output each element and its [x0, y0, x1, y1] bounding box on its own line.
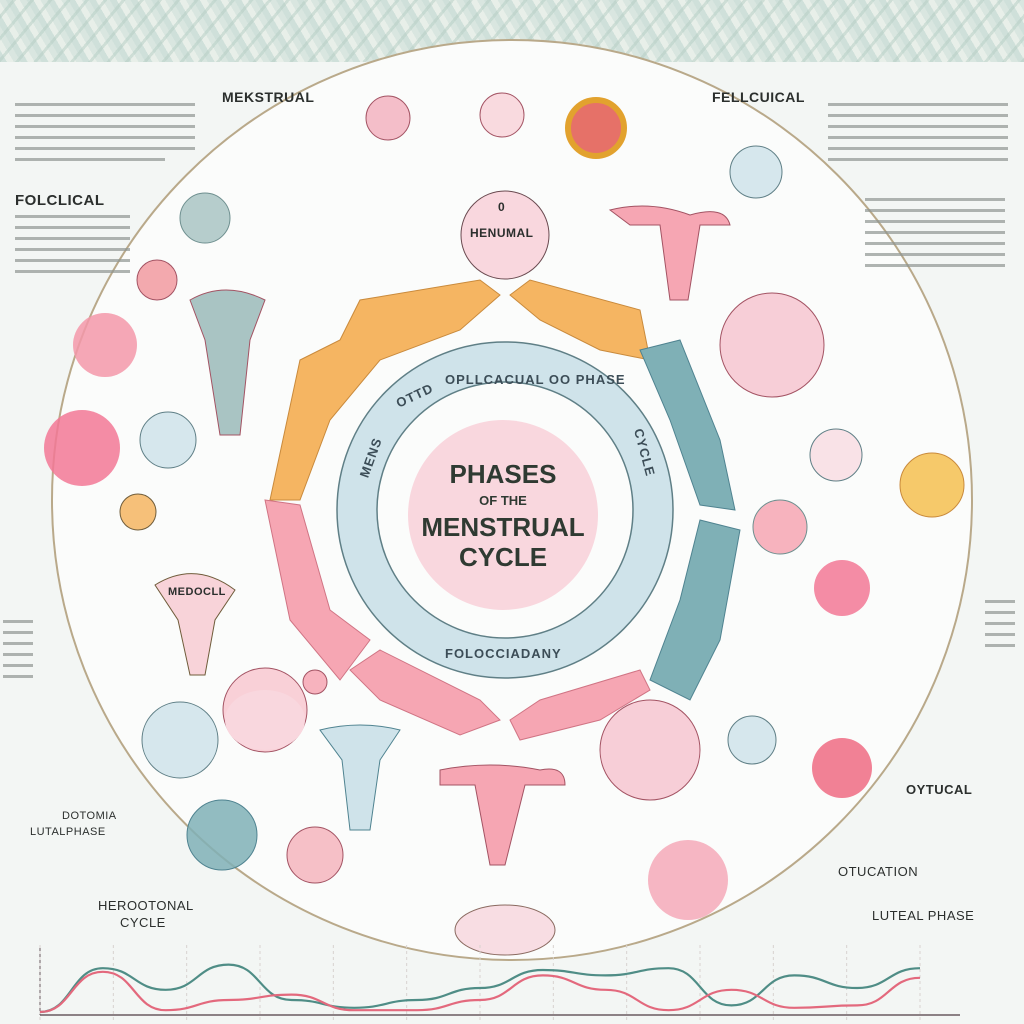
center-title: PHASES OF THE MENSTRUAL CYCLE	[408, 420, 598, 610]
menstrual-bubble-number: 0	[498, 200, 506, 214]
label-medocll: MEDOCLL	[168, 586, 226, 598]
title-line-3: MENSTRUAL	[421, 511, 585, 542]
text-block-right-lower	[985, 600, 1015, 655]
hormone-line-pink	[39, 970, 921, 1014]
arrow-top-left-orange	[269, 279, 501, 501]
arrow-left-pink	[264, 499, 371, 681]
label-menstrual: MEKSTRUAL	[222, 89, 315, 105]
text-block-left	[15, 215, 130, 281]
uterus-illustration-bottom	[439, 764, 566, 866]
title-line-1: PHASES	[449, 458, 557, 489]
hormone-line-teal	[39, 963, 921, 1014]
uterus-illustration-left	[189, 289, 266, 436]
label-luteal-phase: LUTEAL PHASE	[872, 908, 975, 923]
inner-ring	[337, 342, 673, 678]
text-block-left-lower	[3, 620, 33, 686]
label-luteal-left-1: DOTOMIA	[62, 810, 117, 822]
uterus-illustration-top	[608, 205, 731, 301]
label-ovulation-2: OTUCATION	[838, 864, 919, 879]
label-hormonal-2: CYCLE	[120, 915, 166, 930]
menstrual-bubble-label: HENUMAL	[470, 226, 534, 240]
title-line-2: OF THE	[479, 492, 527, 508]
text-block-top-right	[828, 103, 1008, 169]
text-block-right	[865, 198, 1005, 275]
label-follicular-top: FELLCUICAL	[712, 89, 805, 105]
ring-label-bottom: FOLOCCIADANY	[445, 646, 562, 661]
label-luteal-left-2: LUTALPHASE	[30, 826, 106, 838]
title-line-4: CYCLE	[458, 541, 548, 572]
arrow-bottom-right-teal	[649, 519, 741, 701]
label-hormonal-1: HEROOTONAL	[98, 898, 194, 913]
arrow-right-teal	[639, 339, 736, 511]
uterus-illustration-mid	[154, 573, 236, 676]
decorative-banner	[0, 0, 1024, 62]
ring-label-top: OPLLCACUAL OO PHASE	[445, 372, 626, 387]
label-follicular-left: FOLCLICAL	[15, 192, 105, 209]
uterus-illustration-bottom-left	[319, 724, 401, 831]
label-ovulation-1: OYTUCAL	[906, 782, 973, 797]
hormone-chart	[39, 945, 960, 1020]
text-block-top-left	[15, 103, 195, 169]
arrow-bottom-pink	[349, 649, 501, 736]
arrow-bottom-right-pink	[509, 669, 651, 741]
